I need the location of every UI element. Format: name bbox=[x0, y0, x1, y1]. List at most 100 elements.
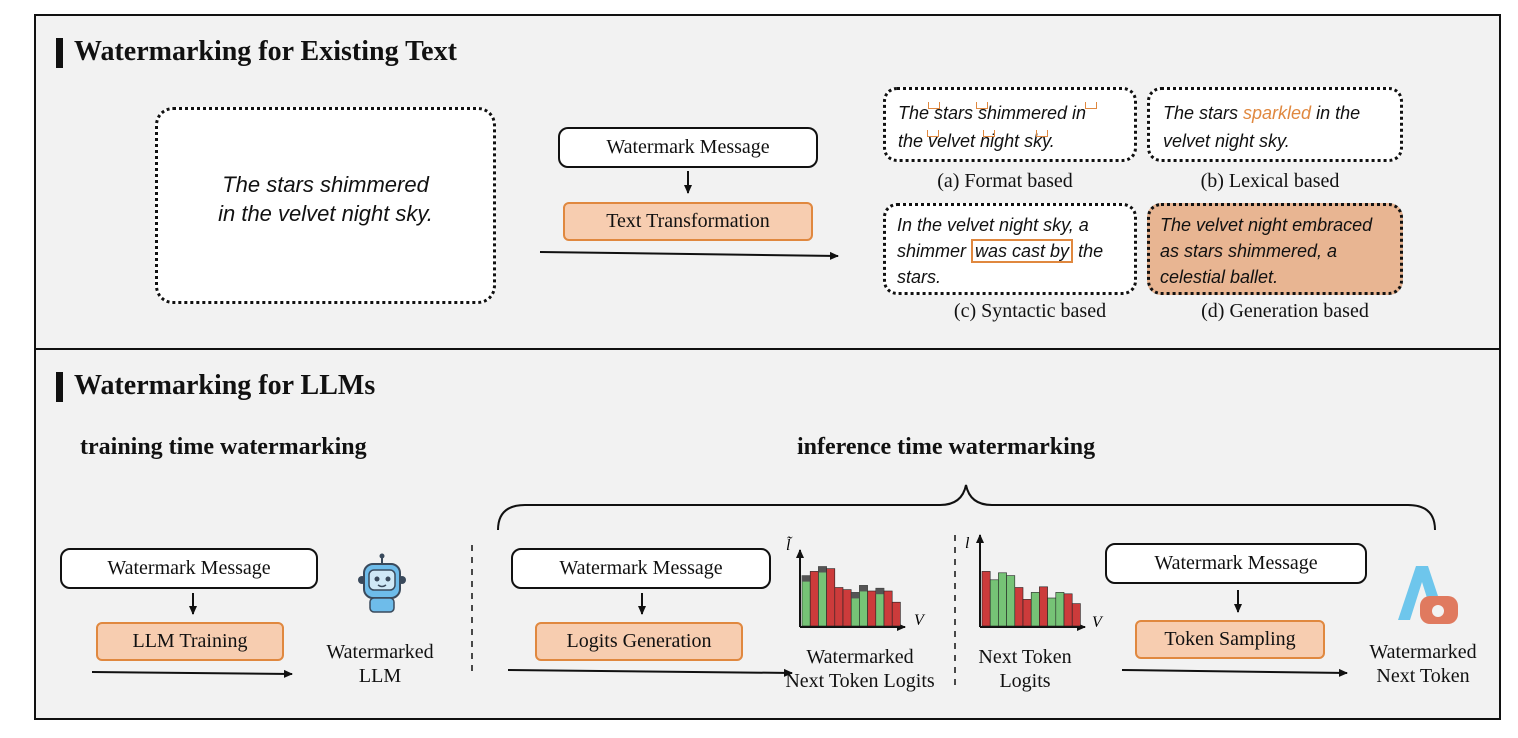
section-marker-2 bbox=[56, 372, 63, 402]
bar-2-2 bbox=[989, 579, 999, 627]
training-message-box: Watermark Message bbox=[60, 548, 318, 589]
watermarked-token-line1: Watermarked bbox=[1369, 641, 1477, 663]
watermarked-token-label: Watermarked Next Token bbox=[1353, 640, 1493, 688]
bar-2-8 bbox=[1039, 586, 1048, 627]
token-logo-icon bbox=[1398, 566, 1458, 624]
space-marker-1 bbox=[928, 102, 940, 109]
syntactic-boxed: was cast by bbox=[971, 239, 1074, 263]
space-marker-6 bbox=[1036, 130, 1048, 137]
bar-1-8 bbox=[859, 585, 868, 627]
lexical-based-example-box bbox=[1147, 87, 1403, 162]
logits-generation-box: Logits Generation bbox=[535, 622, 743, 661]
boost-cap-1-7 bbox=[851, 592, 860, 599]
syntactic-based-example-text: In the velvet night sky, a shimmer was c… bbox=[897, 212, 1103, 290]
logits-chart-x-label: V bbox=[914, 612, 926, 629]
bar-2-10 bbox=[1055, 592, 1065, 627]
generation-based-example-box bbox=[1147, 203, 1403, 295]
existing-text-title: Watermarking for Existing Text bbox=[74, 36, 457, 67]
logits-message-box: Watermark Message bbox=[511, 548, 771, 589]
syntactic-based-example-box bbox=[883, 203, 1137, 295]
generation-line1: The velvet night embraced bbox=[1160, 215, 1373, 235]
training-arrow bbox=[91, 669, 293, 678]
syntactic-pre: shimmer bbox=[897, 241, 972, 261]
sampling-chart-x-label: V bbox=[1092, 614, 1104, 631]
sampling-bar-chart bbox=[981, 571, 1081, 627]
watermarked-logits-label: Watermarked Next Token Logits bbox=[770, 645, 950, 693]
sampling-arrow bbox=[1121, 668, 1348, 677]
space-marker-3 bbox=[1085, 102, 1097, 109]
next-token-logits-label: Next Token Logits bbox=[965, 645, 1085, 693]
logits-bar-chart bbox=[801, 566, 901, 627]
bar-1-11 bbox=[883, 590, 893, 627]
original-text-line2: in the velvet night sky. bbox=[218, 201, 433, 226]
watermarked-llm-label: Watermarked LLM bbox=[310, 640, 450, 688]
watermarked-llm-line2: LLM bbox=[358, 665, 402, 687]
bar-1-9 bbox=[867, 590, 877, 627]
syntactic-based-caption: (c) Syntactic based bbox=[953, 300, 1107, 322]
format-line1: The stars shimmered in bbox=[898, 99, 1086, 127]
syntactic-line2: shimmer was cast by the bbox=[897, 238, 1103, 264]
bar-2-1 bbox=[981, 571, 991, 627]
format-based-example-box bbox=[883, 87, 1137, 162]
sampling-chart-axes bbox=[976, 534, 1086, 631]
text-transformation-box: Text Transformation bbox=[563, 202, 813, 241]
syntactic-line1: In the velvet night sky, a bbox=[897, 215, 1089, 235]
watermarked-llm-line1: Watermarked bbox=[326, 641, 434, 663]
bar-2-11 bbox=[1063, 593, 1073, 627]
training-time-heading: training time watermarking bbox=[80, 434, 367, 460]
inference-brace bbox=[497, 484, 1436, 531]
original-text: The stars shimmered in the velvet night … bbox=[155, 170, 496, 228]
bar-1-5 bbox=[834, 587, 844, 627]
bar-1-3 bbox=[818, 566, 827, 627]
token-sampling-box: Token Sampling bbox=[1135, 620, 1325, 659]
space-marker-5 bbox=[983, 130, 995, 137]
inference-time-heading: inference time watermarking bbox=[797, 434, 1096, 460]
lexical-based-caption: (b) Lexical based bbox=[1200, 170, 1340, 192]
watermark-message-box: Watermark Message bbox=[558, 127, 818, 168]
sampling-chart-y-label: l bbox=[965, 535, 970, 552]
space-marker-4 bbox=[927, 130, 939, 137]
next-token-logits-line2: Logits bbox=[999, 670, 1051, 692]
bar-2-4 bbox=[1006, 575, 1016, 627]
logits-chart-axes bbox=[796, 549, 906, 631]
robot-icon bbox=[358, 553, 406, 613]
watermarked-logits-line1: Watermarked bbox=[806, 646, 914, 668]
logits-arrow bbox=[507, 668, 793, 677]
boost-cap-1-3 bbox=[818, 566, 827, 573]
bar-2-5 bbox=[1014, 587, 1024, 627]
bar-2-7 bbox=[1030, 592, 1040, 627]
watermarked-token-line2: Next Token bbox=[1376, 665, 1470, 687]
llm-title: Watermarking for LLMs bbox=[74, 370, 376, 401]
bar-1-12 bbox=[891, 601, 901, 627]
syntactic-line3: stars. bbox=[897, 267, 942, 287]
syntactic-post: the bbox=[1073, 241, 1104, 261]
original-text-box bbox=[155, 107, 496, 304]
lexical-highlight: sparkled bbox=[1243, 103, 1312, 123]
llm-training-box: LLM Training bbox=[96, 622, 284, 661]
transform-arrow bbox=[539, 251, 839, 260]
generation-based-caption: (d) Generation based bbox=[1201, 300, 1369, 322]
boost-cap-1-10 bbox=[875, 588, 884, 595]
bar-2-9 bbox=[1047, 597, 1057, 627]
bar-2-6 bbox=[1022, 599, 1032, 627]
bar-1-2 bbox=[809, 571, 819, 627]
original-text-line1: The stars shimmered bbox=[222, 172, 429, 197]
lexical-based-example-text: The stars sparkled in the velvet night s… bbox=[1163, 99, 1360, 155]
boost-cap-1-1 bbox=[802, 575, 811, 582]
space-marker-2 bbox=[976, 102, 988, 109]
watermarked-logits-line2: Next Token Logits bbox=[785, 670, 935, 692]
bar-1-1 bbox=[801, 575, 811, 627]
section-marker bbox=[56, 38, 63, 68]
format-based-caption: (a) Format based bbox=[937, 170, 1073, 192]
boost-cap-1-8 bbox=[859, 585, 868, 592]
sampling-message-box: Watermark Message bbox=[1105, 543, 1367, 584]
lexical-line2: velvet night sky. bbox=[1163, 131, 1290, 151]
bar-1-4 bbox=[826, 568, 836, 627]
generation-line2: as stars shimmered, a bbox=[1160, 241, 1338, 261]
logits-chart-y-label: l̃ bbox=[786, 536, 793, 554]
bar-1-6 bbox=[842, 589, 852, 627]
next-token-logits-line1: Next Token bbox=[978, 646, 1072, 668]
generation-line3: celestial ballet. bbox=[1160, 267, 1279, 287]
lexical-pre: The stars bbox=[1163, 103, 1244, 123]
